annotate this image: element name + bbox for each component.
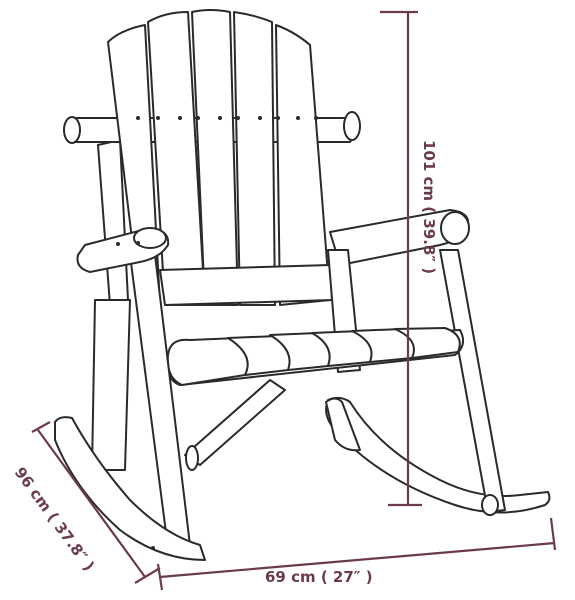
- left-armrest-end: [133, 227, 167, 249]
- rear-leg-right: [439, 249, 506, 513]
- rocking-chair-illustration: [54, 9, 551, 561]
- crossbar-end: [63, 116, 81, 144]
- width-dimension: 69 cm ( 27″ ): [156, 517, 557, 591]
- rocker-screw: [151, 546, 155, 550]
- back-slat-4: [233, 11, 276, 306]
- crossbar-end-right: [343, 111, 361, 141]
- leg-joint: [185, 445, 199, 471]
- leg-joint-right: [481, 494, 499, 516]
- seat: [166, 327, 465, 386]
- back-slat-3: [191, 9, 239, 306]
- width-label: 69 cm ( 27″ ): [265, 568, 373, 586]
- front-rocker: [54, 416, 206, 561]
- left-side-rail: [91, 299, 131, 471]
- rear-inner-rocker: [325, 397, 361, 452]
- rear-rocker: [325, 396, 551, 514]
- height-label: 101 cm ( 39.8″ ): [420, 140, 438, 274]
- armrest-screw: [136, 241, 140, 245]
- lower-back-rail: [159, 264, 333, 306]
- left-brace: [184, 379, 286, 466]
- armrest-screw: [116, 242, 120, 246]
- height-dimension: 101 cm ( 39.8″ ): [380, 10, 438, 507]
- right-armrest-end: [440, 211, 470, 245]
- back-slat-5: [275, 24, 331, 306]
